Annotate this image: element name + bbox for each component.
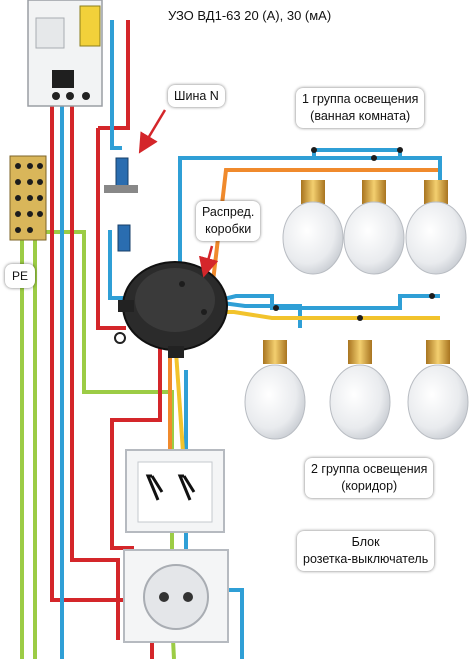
lighting-group-2-title: 2 группа освещения [311,462,428,476]
neutral-bus-label: Шина N [168,85,225,107]
socket-switch-block-title: Блок [351,535,380,549]
junction-box-label: Распред. коробки [196,201,261,241]
light-bulb-icon [343,180,405,275]
light-bulb-icon [407,340,469,440]
light-bulb-icon [329,340,391,440]
pe-label: PE [5,264,36,288]
junction-box-icon [114,261,228,358]
light-bulb-icon [405,180,467,275]
wire-junction-dots [179,147,435,321]
lamp-group-1 [282,180,467,275]
rcd-label: УЗО ВД1-63 20 (А), 30 (мА) [168,8,332,23]
neutral-bus-icon [104,157,138,252]
light-bulb-icon [244,340,306,440]
socket-icon [123,549,229,643]
socket-switch-block-label: Блок розетка-выключатель [297,531,435,571]
pe-bus-icon [9,155,47,241]
junction-box-label-line2: коробки [205,222,252,236]
lighting-group-2-label: 2 группа освещения (коридор) [305,458,434,498]
lighting-group-1-title: 1 группа освещения [302,92,419,106]
lighting-group-1-room: (ванная комната) [310,109,411,123]
lighting-group-1-label: 1 группа освещения (ванная комната) [296,88,425,128]
socket-switch-block-subtitle: розетка-выключатель [303,552,429,566]
callout-arrows [138,109,219,278]
rcd-device-icon [27,0,103,107]
junction-box-label-line1: Распред. [202,205,255,219]
lamp-group-2 [244,340,469,440]
light-bulb-icon [282,180,344,275]
double-switch-icon [125,449,225,533]
lighting-group-2-room: (коридор) [341,479,398,493]
switched-wires [168,168,440,467]
